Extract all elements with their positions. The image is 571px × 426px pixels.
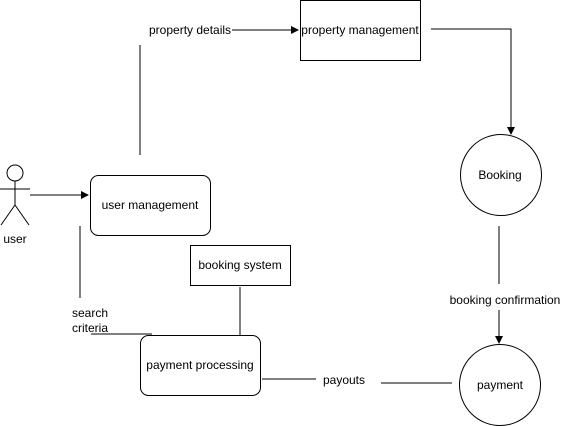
user-actor-label: user [3,232,26,246]
node-payment-label: payment [477,378,524,392]
user-actor-head [6,164,24,182]
node-booking-label: Booking [478,168,521,182]
node-booking-system-label: booking system [198,258,281,272]
node-user-management-label: user management [102,198,199,212]
user-actor[interactable]: user [0,164,30,246]
edge-property-management-to-booking [431,28,515,135]
edge-label-property-details: property details [149,23,231,37]
edge-label-payouts: payouts [323,373,365,387]
user-actor-right-leg [14,204,30,226]
node-payment-processing[interactable]: payment processing [140,335,261,396]
edge-label-search-criteria-line1: search [72,306,108,320]
node-user-management[interactable]: user management [90,175,211,236]
user-actor-left-leg [0,204,16,226]
node-property-management-label: property management [301,23,419,37]
node-booking[interactable]: Booking [460,134,542,216]
edge-label-search-criteria-line2: criteria [72,321,108,335]
node-property-management[interactable]: property management [300,0,421,61]
edge-label-booking-confirmation: booking confirmation [450,293,561,307]
node-payment-processing-label: payment processing [146,358,253,372]
node-payment[interactable]: payment [459,344,541,426]
node-booking-system[interactable]: booking system [190,245,291,286]
